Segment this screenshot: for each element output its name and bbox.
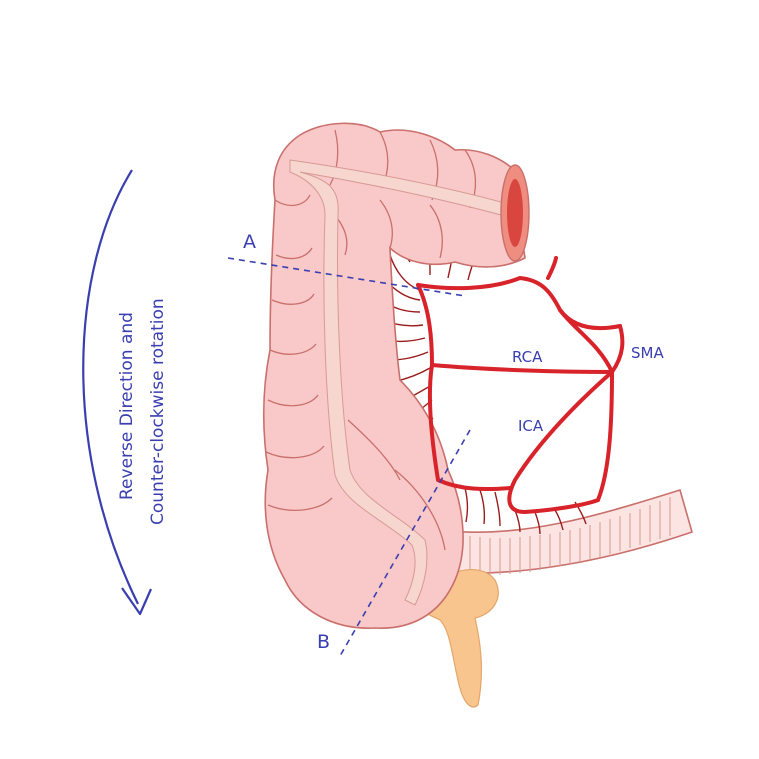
- marginal-artery: [416, 283, 512, 492]
- upper-arcade: [416, 276, 622, 331]
- label-sma: SMA: [631, 344, 664, 362]
- rotation-caption-2: Counter-clockwise rotation: [148, 298, 168, 525]
- rotation-caption-line2: Counter-clockwise rotation: [148, 298, 168, 525]
- rca-artery: [430, 363, 614, 374]
- label-a: A: [243, 231, 256, 253]
- label-b: B: [317, 631, 330, 653]
- ileum: [439, 488, 693, 575]
- sma-artery: [596, 324, 625, 502]
- arteries: [416, 256, 625, 514]
- rotation-caption: Reverse Direction and: [117, 312, 137, 500]
- rotation-arrow-icon: [82, 169, 153, 616]
- colon: [262, 122, 530, 629]
- rotation-caption-line1: Reverse Direction and: [117, 312, 137, 500]
- label-ica: ICA: [518, 417, 544, 435]
- ica-artery: [507, 370, 614, 514]
- cut-line-a-icon: [227, 257, 466, 297]
- label-rca: RCA: [512, 348, 543, 366]
